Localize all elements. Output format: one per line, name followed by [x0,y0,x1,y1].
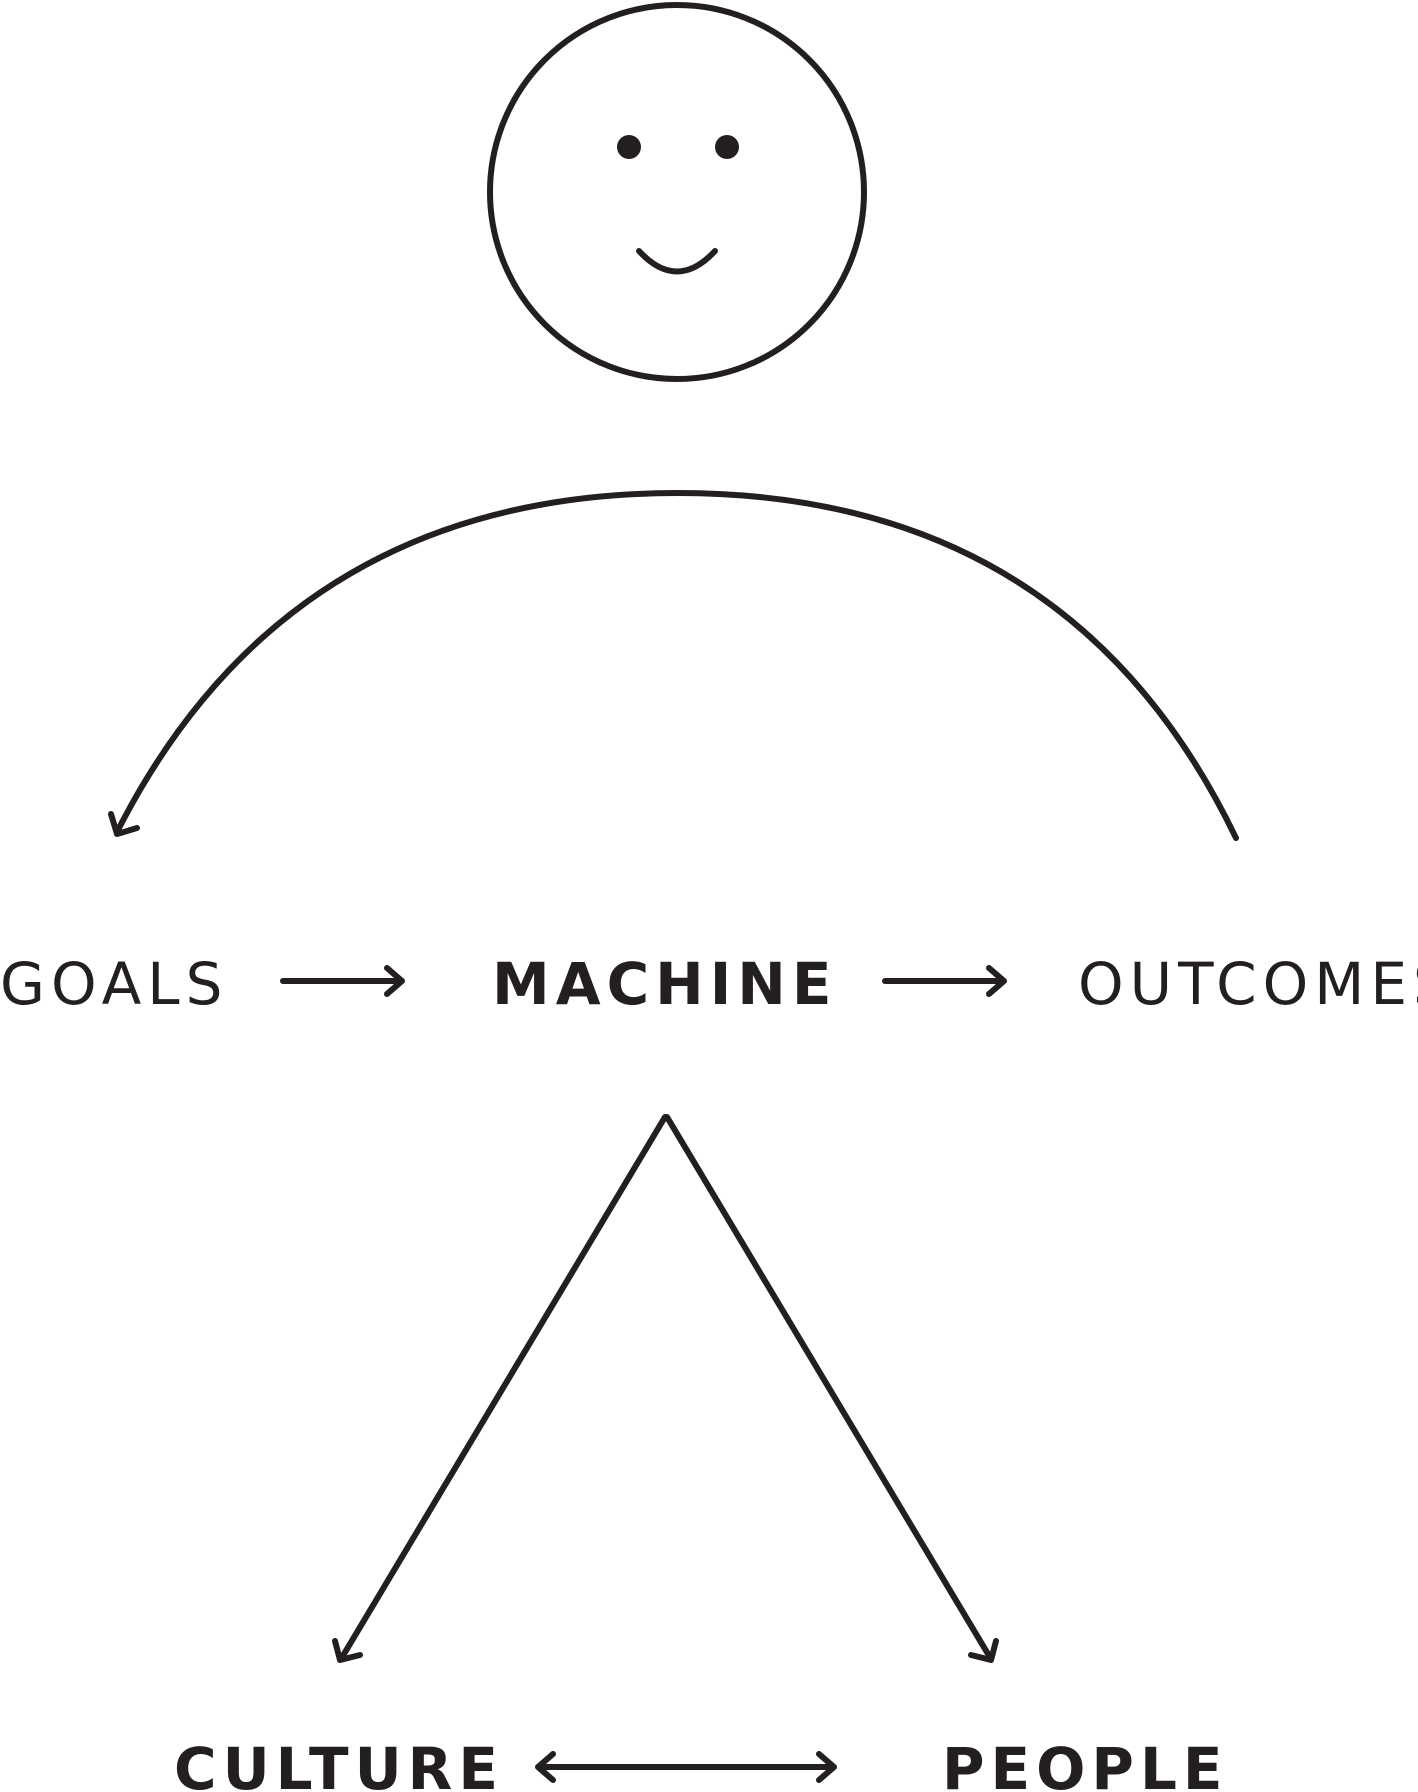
arrow-machine-to-culture [332,1114,668,1663]
arrow-shaft [664,1114,994,1662]
smiley-face-icon [487,2,867,382]
arrowhead [986,965,1007,997]
arrowhead [968,1638,999,1663]
node-people: PEOPLE [942,1735,1229,1792]
feedback-arc [114,490,1239,841]
arrow-outcomes-to-goals [108,490,1239,841]
head-circle [487,2,867,382]
arrow-goals-to-machine [280,965,405,997]
smile [636,248,718,275]
arrow-culture-people-double [535,1751,837,1783]
arrow-shaft [338,1114,668,1662]
left-eye [617,135,641,159]
arrowhead-right [816,1751,837,1783]
node-machine: MACHINE [492,950,837,1018]
arrowhead [384,965,405,997]
arrow-machine-to-outcomes [882,965,1007,997]
arrowhead-left [535,1751,556,1783]
node-goals: GOALS [0,950,228,1018]
arrowhead-goals [108,811,140,837]
arrow-machine-to-people [664,1114,999,1663]
arrowhead [332,1638,363,1663]
node-outcomes: OUTCOMES [1078,950,1418,1018]
node-culture: CULTURE [174,1735,504,1792]
right-eye [715,135,739,159]
